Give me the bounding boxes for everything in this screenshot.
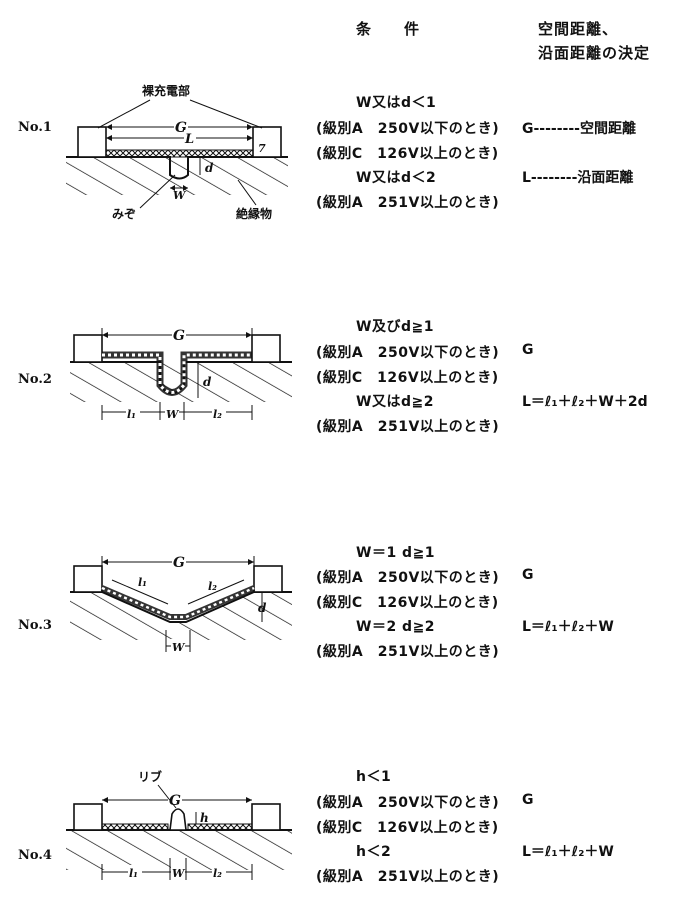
case1-cond-1: W又はd＜1 <box>356 95 437 111</box>
header-decision-line2: 沿面距離の決定 <box>538 44 651 62</box>
insulator-hatch <box>66 157 288 195</box>
case3-result-g: G <box>522 567 534 583</box>
dim-g: G <box>169 793 181 809</box>
header-conditions: 条 件 <box>356 20 421 38</box>
case1-result-l: L--------沿面距離 <box>522 170 634 186</box>
dim-l1: l₁ <box>129 867 138 880</box>
dim-g: G <box>173 555 185 571</box>
case1-cond-5: (級別A 251V以上のとき) <box>316 195 500 211</box>
callout-electrode: 裸充電部 <box>142 83 190 98</box>
case2-cond-4: W又はd≧2 <box>356 394 434 410</box>
case1-cond-2: (級別A 250V以下のとき) <box>316 121 500 137</box>
dim-l2: l₂ <box>208 580 217 593</box>
case4-cond-4: h＜2 <box>356 844 392 860</box>
diagram-case-4: h G リブ l₁ W l₂ <box>66 769 292 880</box>
dim-l2: l₂ <box>213 867 222 880</box>
case3-cond-3: (級別C 126V以上のとき) <box>316 595 499 611</box>
conductor-layer <box>105 149 254 158</box>
dim-w: W <box>173 189 187 202</box>
case2-cond-1: W及びd≧1 <box>356 319 434 335</box>
case-label-4: No.4 <box>18 848 52 863</box>
dim-h: h <box>200 811 209 825</box>
case-label-1: No.1 <box>18 120 52 135</box>
dim-l2: l₂ <box>213 408 222 421</box>
callout-insulator: 絶縁物 <box>236 206 272 221</box>
case4-result-g: G <box>522 792 534 808</box>
dim-l: L <box>184 132 194 147</box>
dim-w: W <box>166 408 180 421</box>
header-decision-line1: 空間距離、 <box>538 20 619 38</box>
case4-cond-1: h＜1 <box>356 769 392 785</box>
case1-cond-3: (級別C 126V以上のとき) <box>316 146 499 162</box>
diagram-case-1: G L d 7 W 裸充電部 みぞ 絶縁物 <box>66 83 288 221</box>
diagram-case-3: G l₁ l₂ d W <box>70 554 292 654</box>
case4-result-l: L＝ℓ₁＋ℓ₂＋W <box>522 844 614 860</box>
dim-d: d <box>203 375 212 389</box>
dim-w: W <box>172 867 186 880</box>
case2-cond-3: (級別C 126V以上のとき) <box>316 370 499 386</box>
case1-cond-4: W又はd＜2 <box>356 170 437 186</box>
rib <box>169 808 187 831</box>
dim-g: G <box>173 328 185 344</box>
case2-cond-5: (級別A 251V以上のとき) <box>316 419 500 435</box>
case3-cond-5: (級別A 251V以上のとき) <box>316 644 500 660</box>
electrode-left <box>77 126 107 158</box>
case4-cond-3: (級別C 126V以上のとき) <box>316 820 499 836</box>
case2-result-g: G <box>522 342 534 358</box>
case3-result-l: L＝ℓ₁＋ℓ₂＋W <box>522 619 614 635</box>
insulator-surface <box>66 156 288 180</box>
dim-d: d <box>258 601 267 615</box>
dim-l1: l₁ <box>127 408 136 421</box>
dim-d: d <box>205 161 214 175</box>
case4-cond-5: (級別A 251V以上のとき) <box>316 869 500 885</box>
electrode-right <box>252 126 282 158</box>
case-label-2: No.2 <box>18 372 52 387</box>
case2-result-l: L＝ℓ₁＋ℓ₂＋W＋2d <box>522 394 648 410</box>
case3-cond-2: (級別A 250V以下のとき) <box>316 570 500 586</box>
dim-w: W <box>172 641 186 654</box>
case3-cond-4: W＝2 d≧2 <box>356 619 436 635</box>
dim-l1: l₁ <box>138 576 147 589</box>
case-label-3: No.3 <box>18 618 52 633</box>
case1-result-g: G--------空間距離 <box>522 121 636 137</box>
diagram-case-2: G d l₁ W l₂ <box>70 326 292 421</box>
case2-cond-2: (級別A 250V以下のとき) <box>316 345 500 361</box>
case3-cond-1: W＝1 d≧1 <box>356 545 436 561</box>
callout-groove: みぞ <box>112 207 136 221</box>
callout-rib: リブ <box>138 769 162 784</box>
svg-text:7: 7 <box>258 142 266 155</box>
case4-cond-2: (級別A 250V以下のとき) <box>316 795 500 811</box>
